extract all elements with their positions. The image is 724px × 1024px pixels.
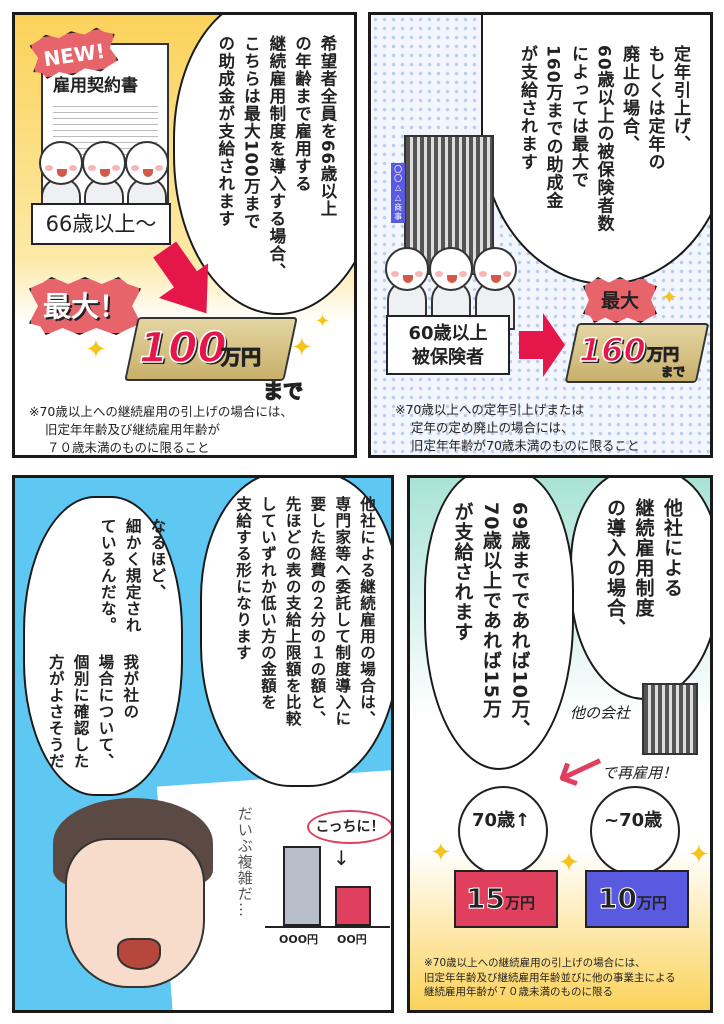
panel-4: 他社による継続雇用制度の導入の場合、 69歳までであれば10万、70歳以上であれ… (407, 475, 713, 1013)
office-building (404, 135, 494, 275)
chart-bar-1 (283, 846, 321, 926)
handwritten-note: だいぶ複雑だ… (235, 806, 254, 918)
amount-value: 100 (138, 322, 227, 373)
max-burst: 最大 (583, 277, 657, 323)
sign-left (454, 870, 558, 928)
sparkle-icon: ✦ (558, 848, 580, 878)
businessman (35, 798, 225, 1010)
max-burst: 最大！ (29, 277, 141, 335)
document-title: 雇用契約書 (53, 76, 138, 96)
sign-left-amount: 15万円 (466, 882, 535, 916)
amount-unit: 万円 (646, 345, 680, 365)
speech-text-b: 69歳までであれば10万、70歳以上であれば15万が支給されます (451, 502, 531, 739)
elderly-person (82, 141, 126, 185)
speech-bubble (173, 15, 354, 315)
elderly-person (125, 141, 169, 185)
chart-axis (265, 926, 390, 928)
sparkle-icon: ✦ (430, 838, 452, 868)
chart-bar-2 (335, 886, 371, 926)
person-right-age: ~70歳 (604, 810, 663, 831)
sparkle-icon: ✦ (85, 335, 107, 365)
panel-1: 雇用契約書 NEW! 66歳以上〜 希望者全員を66歳以上の年齢まで雇用する継続… (12, 12, 357, 458)
amount-suffix: まで (262, 378, 303, 403)
arrow-head (543, 313, 565, 377)
speech-bubble-main (200, 478, 391, 787)
sign-right-amount: 10万円 (598, 882, 667, 916)
speech-text-reply-2: 我が社の場合について、個別に確認した方がよさそうだ (46, 654, 140, 770)
right-arrow (519, 331, 545, 359)
panel-3: 他社による継続雇用の場合は、専門家等へ委託して制度導入に要した経費の２分の１の額… (12, 475, 394, 1013)
building-sign: 〇〇△△商事 (391, 163, 405, 223)
speech-text: 希望者全員を66歳以上の年齢まで雇用する継続雇用制度を導入する場合、こちらは最大… (215, 35, 337, 280)
speech-bubble-b (424, 478, 574, 770)
rehire-label: で再雇用！ (602, 764, 678, 782)
age-label: 66歳以上〜 (31, 203, 171, 245)
person-left (458, 786, 548, 876)
elderly-person (385, 247, 429, 291)
footnote: ※70歳以上への定年引上げまたは定年の定め廃止の場合には、旧定年年齢が70歳未満… (395, 402, 640, 454)
bar-label-2: OO円 (337, 933, 367, 946)
amount-unit: 万円 (221, 345, 262, 370)
speech-bubble-reply (23, 496, 183, 796)
elderly-person (429, 247, 473, 291)
sparkle-icon: ✦ (688, 840, 710, 870)
company-label: 他の会社 (570, 704, 631, 722)
sparkle-icon: ✦ (291, 333, 313, 363)
speech-text-reply-1: なるほど、細かく規定されているんだな。 (98, 518, 167, 634)
amount-suffix: まで (661, 365, 686, 380)
sparkle-icon: ✦ (661, 285, 678, 309)
bar-chart: OOO円 OO円 (265, 828, 391, 958)
age-label: 60歳以上被保険者 (386, 315, 510, 375)
bar-label-1: OOO円 (279, 933, 319, 946)
footnote: ※70歳以上への継続雇用の引上げの場合には、旧定年年齢及び継続雇用年齢並びに他の… (424, 957, 676, 999)
office-building (642, 683, 698, 755)
callout-arrow: ↓ (333, 846, 350, 870)
elderly-person (473, 247, 517, 291)
speech-bubble-a (570, 478, 710, 700)
sign-right (585, 870, 689, 928)
face (65, 838, 205, 988)
elderly-person (39, 141, 83, 185)
speech-text-main: 他社による継続雇用の場合は、専門家等へ委託して制度導入に要した経費の２分の１の額… (234, 496, 376, 727)
speech-text-a: 他社による継続雇用制度の導入の場合、 (604, 498, 683, 638)
sparkle-icon: ✦ (315, 311, 331, 332)
mouth (117, 938, 161, 970)
callout-bubble: こっちに！ (307, 810, 391, 844)
amount-value: 160 (578, 330, 646, 370)
person-left-age: 70歳↑ (472, 810, 531, 831)
